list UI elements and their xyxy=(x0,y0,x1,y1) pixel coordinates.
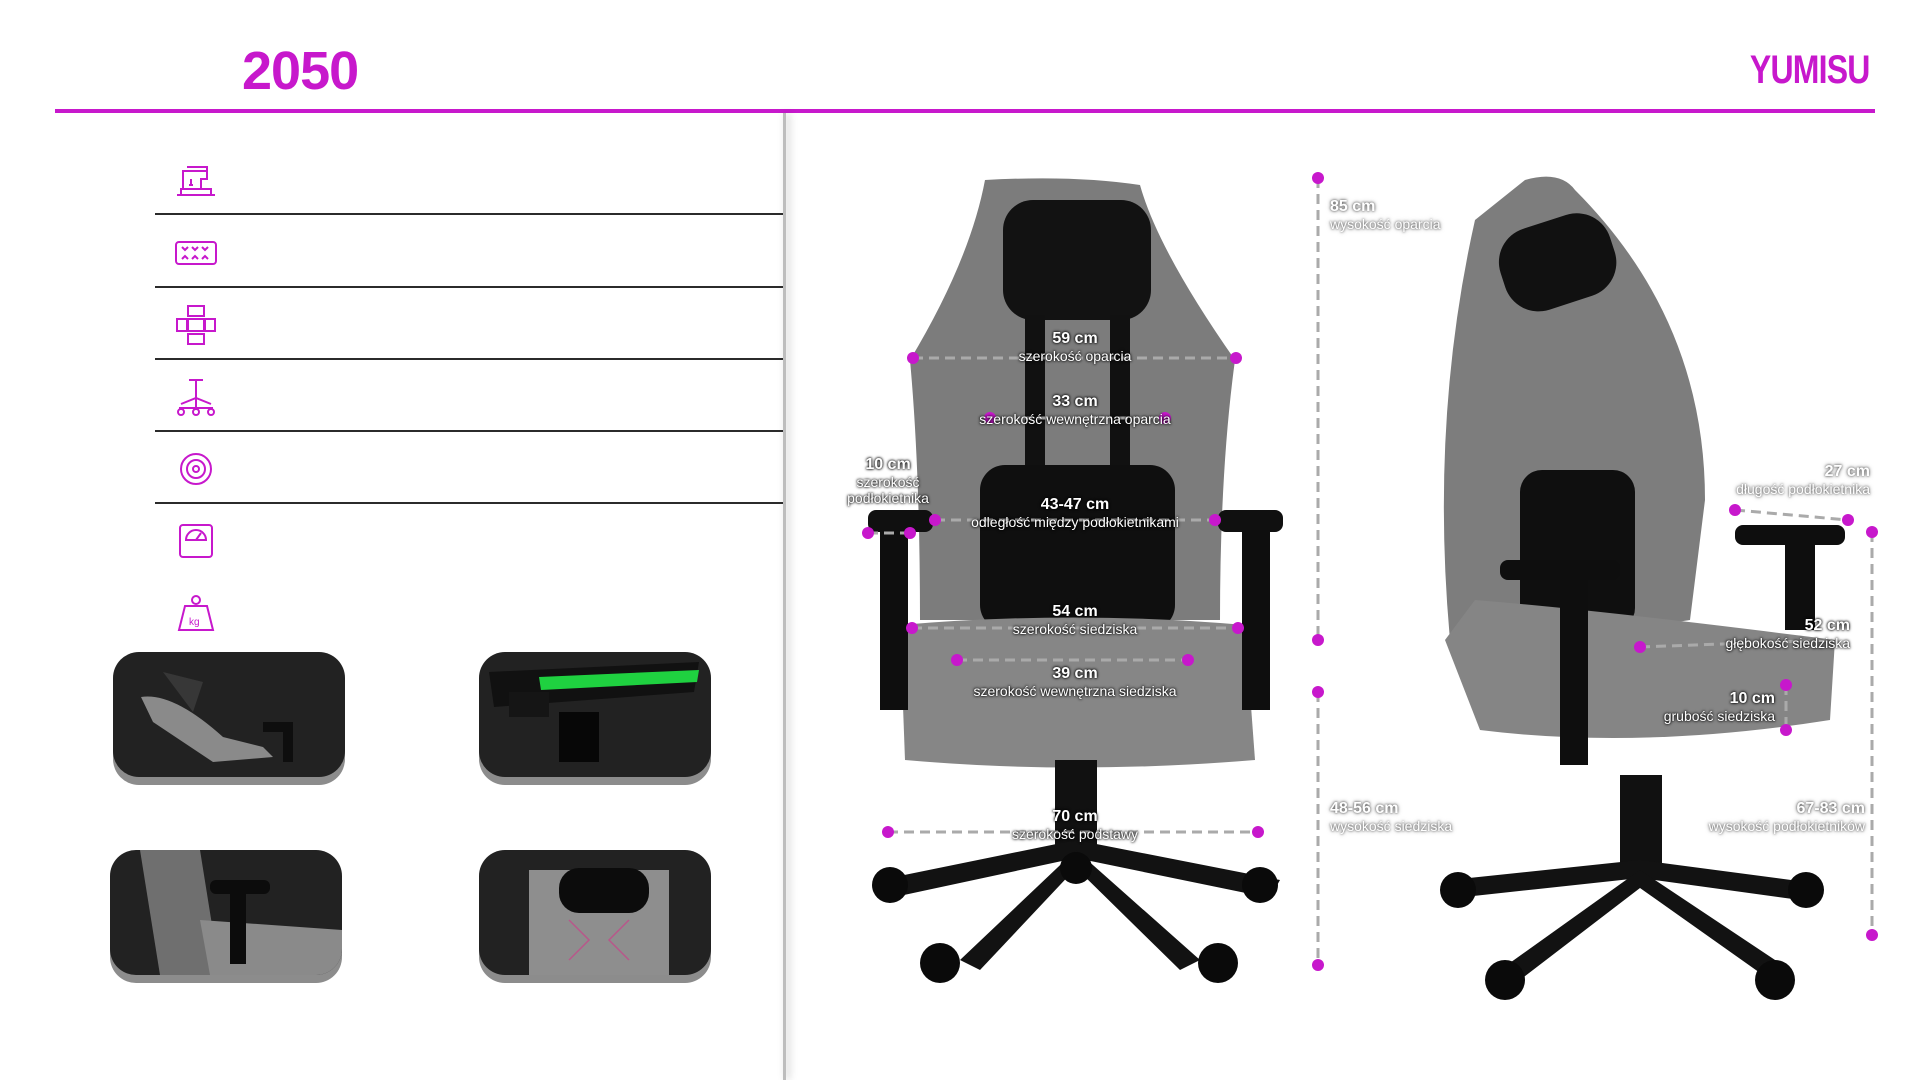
dim-line-armrest-length xyxy=(1734,508,1849,522)
dim-armrest-width: 10 cm szerokość podłokietnika xyxy=(847,456,929,506)
feature-row-load xyxy=(155,506,783,576)
scale-icon xyxy=(179,524,213,558)
weight-kg-icon: kg xyxy=(177,595,215,631)
feature-row-weight: kg xyxy=(155,578,783,648)
thumb-armrest xyxy=(110,850,342,975)
feature-row-stitching xyxy=(155,145,783,215)
feature-row-foam xyxy=(155,218,783,288)
thumb-headrest xyxy=(479,850,711,975)
thumb-mechanism xyxy=(479,652,711,777)
dim-seat-depth: 52 cm głębokość siedziska xyxy=(1725,617,1850,651)
feature-row-wheels xyxy=(155,434,783,504)
dim-backrest-height: 85 cm wysokość oparcia xyxy=(1330,198,1441,232)
chair-base-icon xyxy=(177,379,215,416)
thumb-recline xyxy=(113,652,345,777)
dim-line-seat-depth xyxy=(1639,638,1833,649)
front-chair xyxy=(868,178,1283,983)
brand-logo: YUMISU xyxy=(1750,48,1870,92)
dim-seat-width: 54 cm szerokość siedziska xyxy=(1012,603,1138,637)
foam-padding-icon xyxy=(175,241,217,265)
adjustable-armrest-icon xyxy=(176,305,216,345)
svg-text:kg: kg xyxy=(189,617,200,628)
feature-row-base xyxy=(155,362,783,432)
wheel-icon xyxy=(180,453,212,485)
dim-seat-thickness: 10 cm grubość siedziska xyxy=(1663,690,1775,724)
dim-base-width: 70 cm szerokość podstawy xyxy=(1011,808,1139,842)
dim-seat-height: 48-56 cm wysokość siedziska xyxy=(1330,800,1453,834)
dim-armrest-height: 67-83 cm wysokość podłokietników xyxy=(1708,800,1865,834)
dim-backrest-width: 59 cm szerokość oparcia xyxy=(1018,330,1132,364)
dim-armrest-length: 27 cm długość podłokietnika xyxy=(1736,463,1870,497)
header-divider xyxy=(55,109,1875,113)
sewing-machine-icon xyxy=(177,166,215,196)
dim-backrest-inner-width: 33 cm szerokość wewnętrzna oparcia xyxy=(979,393,1171,427)
model-title: 2050 xyxy=(242,41,359,101)
side-chair xyxy=(1440,176,1845,1000)
vertical-divider xyxy=(783,113,786,1080)
dim-seat-inner-width: 39 cm szerokość wewnętrzna siedziska xyxy=(973,665,1177,699)
feature-row-armrest xyxy=(155,290,783,360)
dim-armrest-distance: 43-47 cm odległość między podłokietnikam… xyxy=(971,496,1179,530)
